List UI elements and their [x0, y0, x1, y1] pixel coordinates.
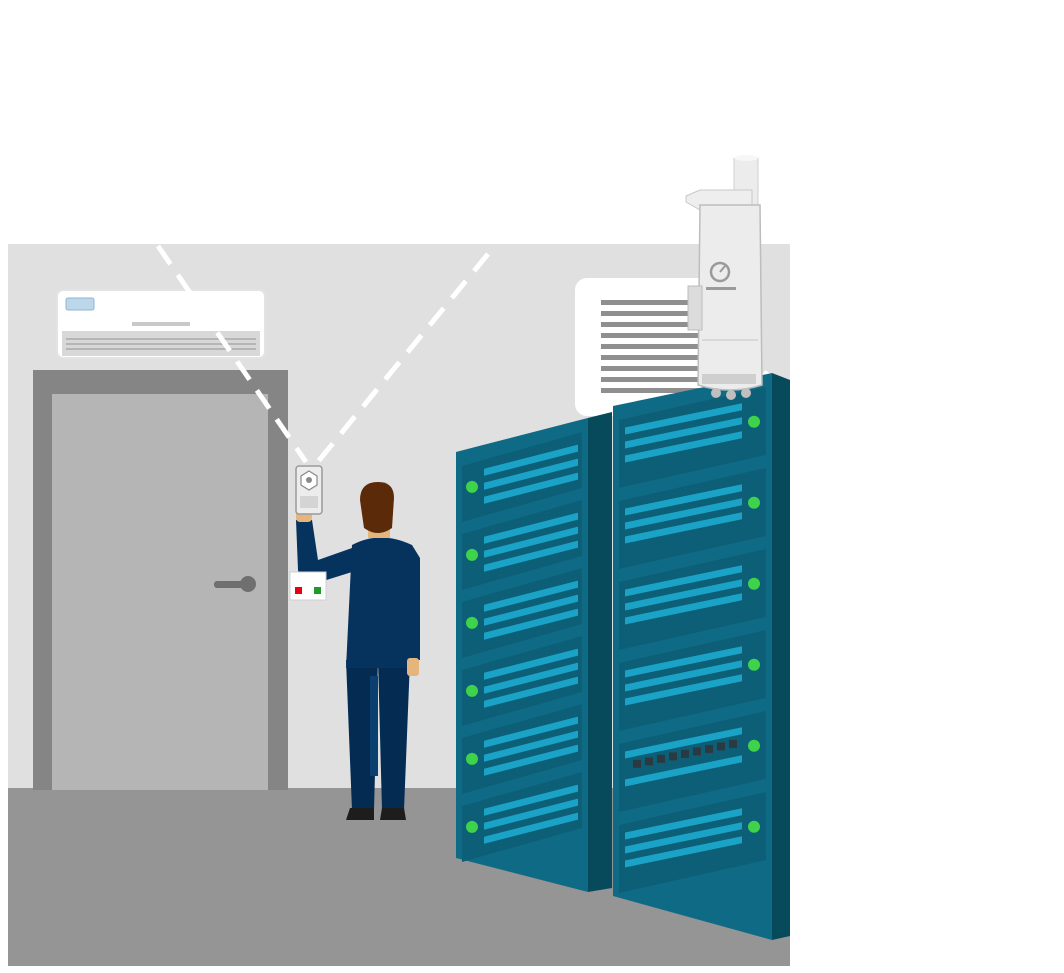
port-mark — [645, 757, 653, 766]
status-led — [466, 616, 478, 629]
status-led — [748, 577, 760, 590]
status-led — [748, 658, 760, 671]
status-led — [466, 820, 478, 833]
air-conditioner-icon — [56, 289, 266, 359]
signal-line-ac — [155, 244, 309, 464]
port-mark — [717, 742, 725, 751]
server-unit — [462, 500, 582, 590]
server-unit — [619, 792, 766, 893]
technician-icon — [296, 482, 420, 820]
status-led — [466, 684, 478, 697]
port-mark — [669, 752, 677, 761]
server-unit — [462, 636, 582, 726]
status-led — [748, 415, 760, 428]
handheld-sensor-icon — [295, 465, 323, 515]
port-mark — [681, 749, 689, 758]
server-unit — [462, 772, 582, 862]
server-unit — [462, 704, 582, 794]
status-led — [748, 820, 760, 833]
status-led — [466, 548, 478, 561]
server-unit — [619, 630, 766, 731]
server-unit — [462, 432, 582, 522]
status-led — [748, 496, 760, 509]
port-mark — [693, 747, 701, 756]
wall-switch-icon — [289, 571, 327, 601]
server-rack-icon — [613, 373, 790, 940]
server-unit — [619, 549, 766, 650]
server-unit — [462, 568, 582, 658]
server-unit — [619, 711, 766, 812]
server-unit — [619, 468, 766, 569]
signal-line-gateway — [314, 252, 490, 466]
status-led — [466, 480, 478, 493]
status-led — [466, 752, 478, 765]
port-mark — [705, 744, 713, 753]
gateway-antenna-icon — [685, 155, 763, 400]
server-unit — [619, 387, 766, 488]
port-mark — [657, 754, 665, 763]
port-mark — [633, 759, 641, 768]
status-led — [748, 739, 760, 752]
door-icon — [33, 370, 288, 790]
server-rack-icon — [456, 412, 612, 892]
port-mark — [729, 739, 737, 748]
